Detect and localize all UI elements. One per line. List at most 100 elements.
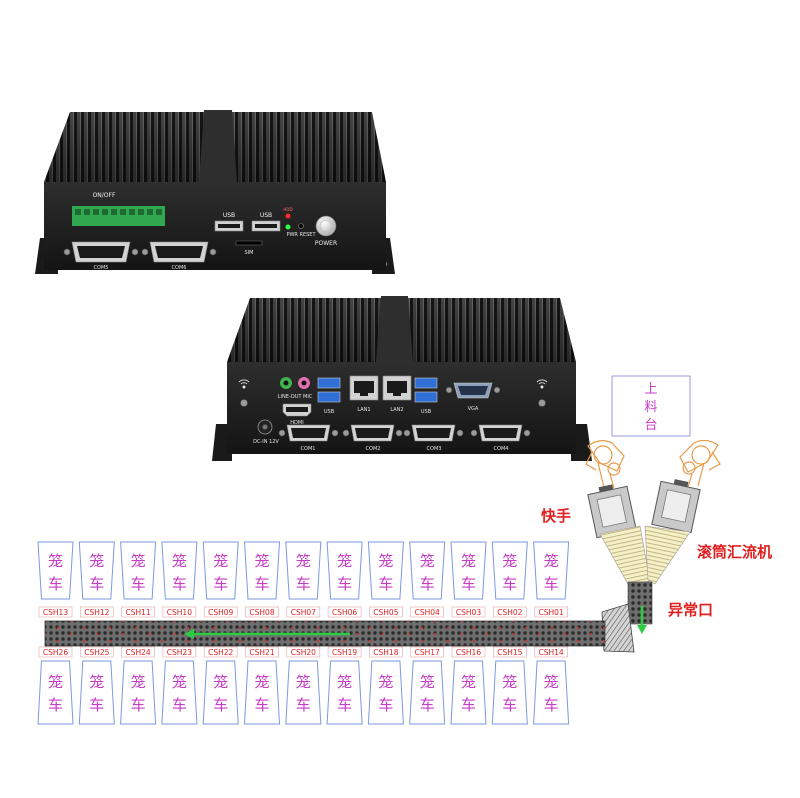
vga-screw: [493, 386, 501, 394]
cage-char: 笼: [48, 673, 63, 691]
cage-outline: [161, 541, 198, 600]
cage-char: 车: [502, 696, 517, 714]
cage-char: 笼: [378, 552, 393, 570]
com4-label: COM4: [494, 446, 509, 452]
panel-screw: [240, 399, 248, 407]
cage-outline: [78, 541, 115, 600]
chute-label-box: [38, 606, 73, 618]
cage-char: 车: [296, 696, 311, 714]
robot-arm-right: [679, 439, 721, 488]
cage-char: 笼: [48, 552, 63, 570]
chute-label-box: [327, 606, 362, 618]
chute-label-box: [534, 646, 568, 658]
chute-label-box: [369, 606, 403, 618]
com1-label: COM1: [301, 446, 316, 452]
chute-label: CSH02: [497, 608, 522, 617]
cage-char: 笼: [296, 673, 311, 691]
com2-label: COM2: [366, 446, 381, 452]
chute-label: CSH25: [84, 648, 109, 657]
cage-char: 笼: [254, 673, 269, 691]
panel-screw: [538, 399, 546, 407]
usb-port-right-inner: [255, 224, 277, 228]
cage-char: 车: [131, 696, 146, 714]
cage-outline: [450, 660, 487, 725]
chute-label-box: [38, 646, 73, 658]
chute-label-box: [203, 646, 238, 658]
cage-char: 笼: [172, 552, 187, 570]
on-off-label: ON/OFF: [93, 192, 116, 199]
pwr-reset-label: PWR RESET: [286, 232, 316, 238]
hdmi-port-inner: [286, 407, 308, 412]
cage-char: 车: [544, 575, 559, 593]
dc-jack-pin: [262, 424, 268, 430]
cage-char: 笼: [213, 673, 228, 691]
flow-arrow-vertical-head: [637, 625, 647, 634]
cage-char: 车: [213, 696, 228, 714]
cage-char: 车: [420, 696, 435, 714]
chute-label-box: [162, 606, 197, 618]
loading-station-char-1: 上: [644, 382, 657, 397]
robot-arm-left: [585, 440, 625, 489]
cage-outline: [533, 541, 570, 600]
lan1-port-inner: [354, 381, 374, 396]
cage-char: 车: [89, 696, 104, 714]
chute-label: CSH21: [249, 648, 274, 657]
heatsink-center-ridge: [199, 110, 237, 182]
cage-outline: [202, 541, 239, 600]
sorting-layout-diagram: 上 料 台 快手 滚筒汇流机: [37, 375, 772, 725]
sim-label: SIM: [245, 250, 254, 256]
com-port-1: [278, 424, 339, 442]
sim-slot: [235, 240, 263, 246]
chute-label-box: [286, 646, 321, 658]
chute-label: CSH04: [415, 608, 440, 617]
chute-label-box: [286, 606, 321, 618]
chute-label: CSH07: [291, 608, 316, 617]
cage-char: 车: [89, 575, 104, 593]
cage-outline: [120, 541, 157, 600]
cage-char: 笼: [172, 673, 187, 691]
cage-outline: [243, 660, 281, 725]
cage-char: 笼: [544, 552, 559, 570]
cage-char: 笼: [296, 552, 311, 570]
lan2-label: LAN2: [390, 407, 403, 413]
cage-char: 笼: [420, 552, 435, 570]
cage-char: 笼: [378, 673, 393, 691]
usb-right-label: USB: [260, 212, 272, 219]
com-screw: [63, 248, 71, 256]
power-button-ring: [319, 219, 333, 233]
cage-char: 笼: [131, 673, 146, 691]
chute-label-box: [245, 606, 279, 618]
cage-char: 车: [378, 575, 393, 593]
chute-label-box: [492, 646, 527, 658]
chute-label: CSH13: [43, 608, 68, 617]
cage-top: 笼车 CSH07: [285, 541, 322, 618]
cage-outline: [409, 660, 446, 725]
industrial-pc-top: ON/OFF COM5 COM6 USB USB SIM HDD PWR: [35, 110, 395, 274]
cage-char: 笼: [254, 552, 269, 570]
cage-outline: [161, 660, 198, 725]
cage-outline: [285, 541, 322, 600]
cage-char: 车: [461, 696, 476, 714]
cage-outline: [78, 660, 115, 725]
cage-char: 车: [172, 575, 187, 593]
loading-station-char-3: 台: [644, 418, 657, 433]
usb3-port: [414, 377, 438, 389]
cage-char: 笼: [502, 673, 517, 691]
loading-station-char-2: 料: [644, 400, 657, 415]
cage-char: 笼: [337, 552, 352, 570]
com-port-3: [403, 424, 464, 442]
chute-label-box: [410, 606, 445, 618]
cage-char: 车: [296, 575, 311, 593]
